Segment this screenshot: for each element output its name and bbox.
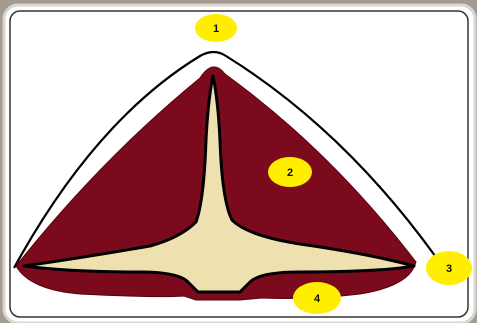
marker-2: 2	[268, 157, 312, 187]
marker-4: 4	[293, 282, 341, 314]
marker-3-label: 3	[446, 263, 452, 275]
marker-1: 1	[195, 14, 237, 42]
marker-1-label: 1	[213, 23, 219, 35]
marker-2-label: 2	[287, 167, 293, 179]
marker-3: 3	[426, 251, 472, 285]
marker-4-label: 4	[314, 293, 321, 305]
